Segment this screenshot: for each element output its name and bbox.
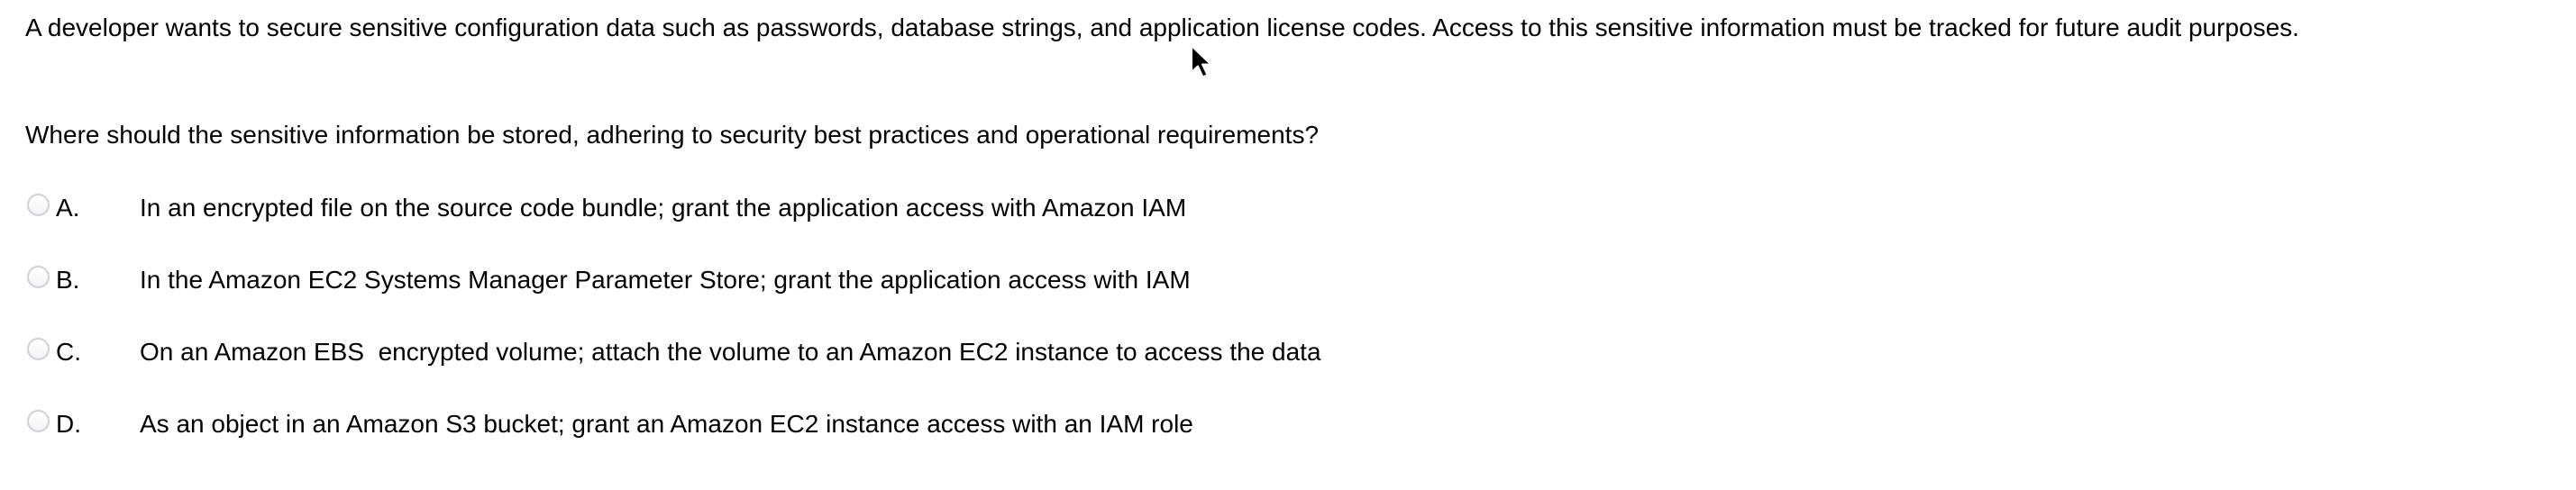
answer-option-d[interactable]: D. As an object in an Amazon S3 bucket; … — [27, 405, 1193, 443]
option-letter: C. — [56, 338, 81, 366]
question-scenario-text: A developer wants to secure sensitive co… — [25, 14, 2299, 41]
radio-option-c[interactable] — [27, 338, 50, 360]
answer-option-c[interactable]: C. On an Amazon EBS encrypted volume; at… — [27, 333, 1321, 371]
option-letter: B. — [56, 266, 80, 294]
option-text: In an encrypted file on the source code … — [140, 194, 1187, 222]
option-text: In the Amazon EC2 Systems Manager Parame… — [140, 266, 1191, 294]
option-text: On an Amazon EBS encrypted volume; attac… — [140, 338, 1321, 366]
radio-option-d[interactable] — [27, 410, 50, 432]
radio-option-b[interactable] — [27, 266, 50, 288]
mouse-cursor-icon — [1191, 45, 1212, 78]
answer-option-a[interactable]: A. In an encrypted file on the source co… — [27, 189, 1186, 227]
answer-option-b[interactable]: B. In the Amazon EC2 Systems Manager Par… — [27, 261, 1191, 299]
question-prompt-text: Where should the sensitive information b… — [25, 121, 1320, 149]
option-letter: D. — [56, 410, 81, 438]
option-letter: A. — [56, 194, 80, 222]
radio-option-a[interactable] — [27, 194, 50, 216]
option-text: As an object in an Amazon S3 bucket; gra… — [140, 410, 1193, 438]
